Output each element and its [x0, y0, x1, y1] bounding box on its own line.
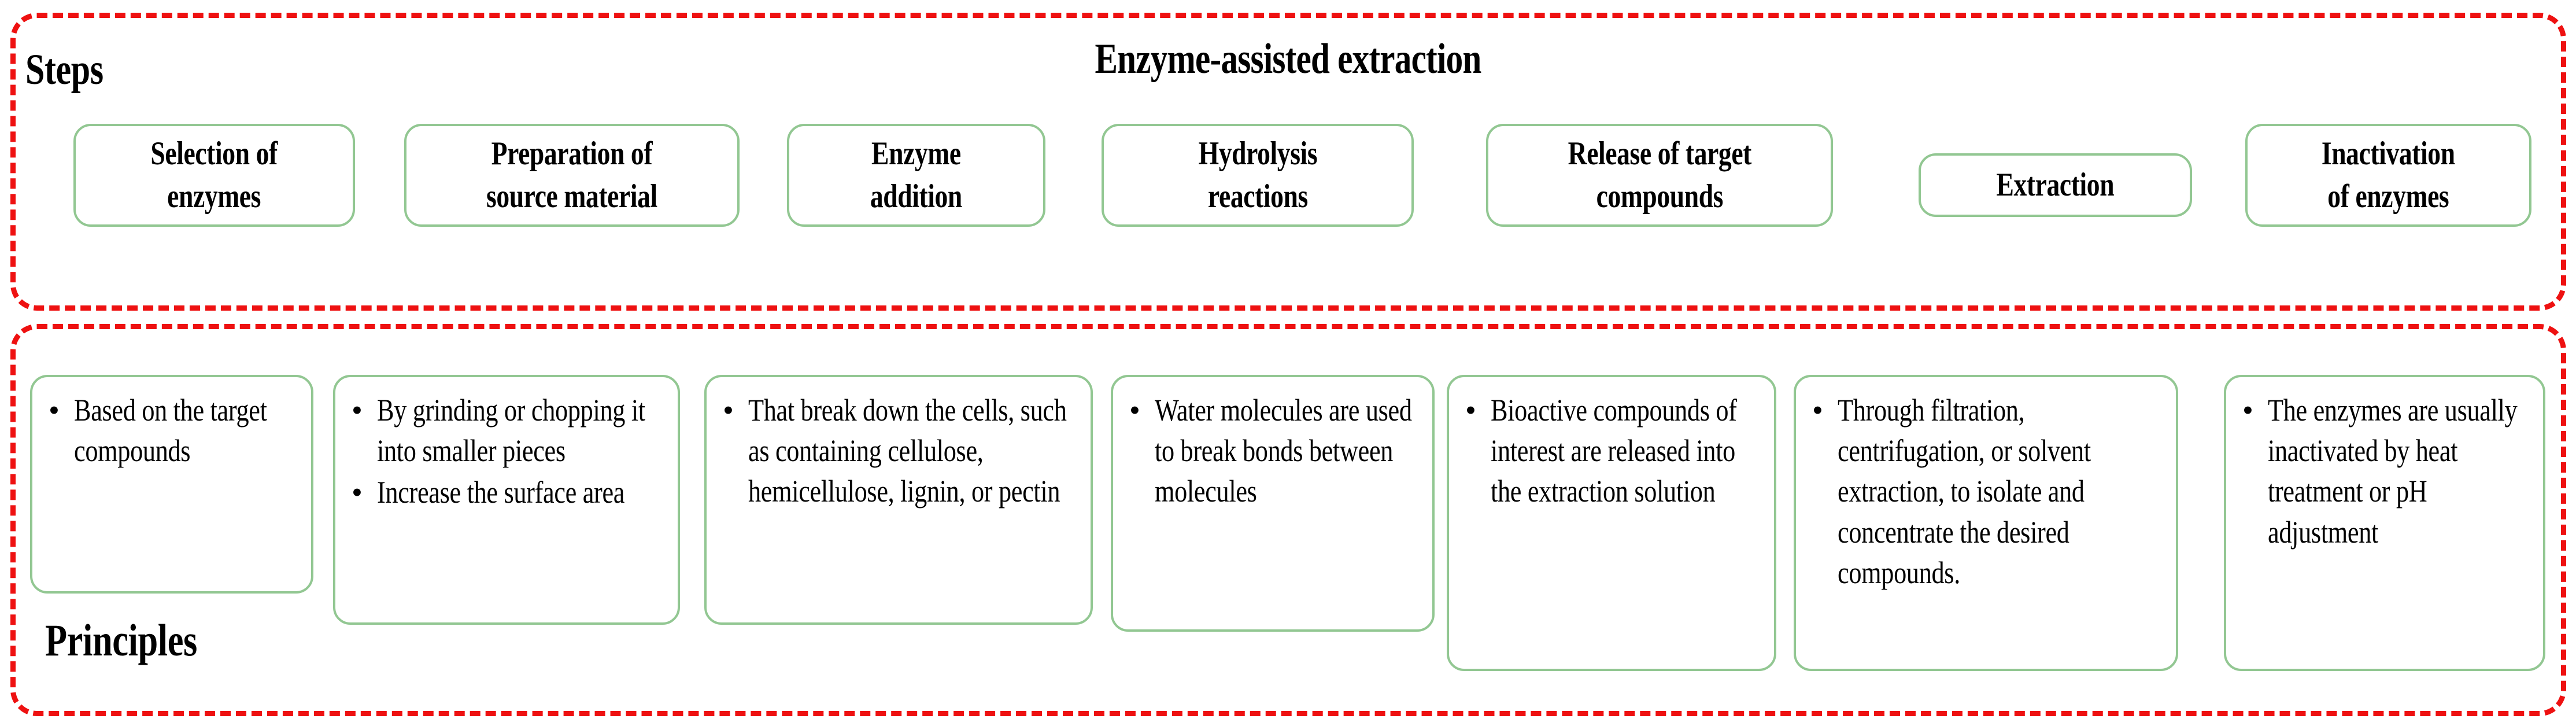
step-box-label: Inactivation of enzymes	[2322, 135, 2455, 215]
step-box-inactivation-of-enzymes[interactable]: Inactivation of enzymes	[2245, 124, 2531, 227]
list-item: • By grinding or chopping it into smalle…	[347, 390, 667, 471]
principle-box-hydrolysis-reactions[interactable]: • Water molecules are used to break bond…	[1111, 375, 1435, 632]
principle-bullet-list: • Based on the target compounds	[44, 390, 301, 471]
bullet-icon: •	[1129, 393, 1140, 428]
principle-bullet-list: • Through filtration, centrifugation, or…	[1808, 390, 2165, 593]
list-item-text: That break down the cells, such as conta…	[748, 393, 1067, 509]
list-item-text: Bioactive compounds of interest are rele…	[1491, 393, 1737, 509]
list-item: • Bioactive compounds of interest are re…	[1461, 390, 1764, 512]
principle-bullet-list: • The enzymes are usually inactivated by…	[2238, 390, 2533, 552]
list-item: • That break down the cells, such as con…	[718, 390, 1080, 512]
list-item-text: Increase the surface area	[377, 475, 625, 510]
bullet-icon: •	[49, 393, 60, 428]
step-box-label: Selection of enzymes	[150, 135, 278, 215]
bullet-icon: •	[2242, 393, 2253, 428]
principles-section-label: Principles	[45, 615, 197, 665]
bullet-icon: •	[723, 393, 734, 428]
list-item: • Based on the target compounds	[44, 390, 301, 471]
principle-bullet-list: • By grinding or chopping it into smalle…	[347, 390, 667, 513]
principle-bullet-list: • That break down the cells, such as con…	[718, 390, 1080, 512]
list-item-text: Based on the target compounds	[74, 393, 267, 469]
step-box-release-of-target-compounds[interactable]: Release of target compounds	[1486, 124, 1833, 227]
list-item: • Increase the surface area	[347, 472, 667, 513]
bullet-icon: •	[1812, 393, 1823, 428]
principles-section-border	[10, 324, 2566, 716]
step-box-label: Hydrolysis reactions	[1198, 135, 1317, 215]
principle-box-enzyme-addition[interactable]: • That break down the cells, such as con…	[704, 375, 1093, 625]
list-item-text: The enzymes are usually inactivated by h…	[2268, 393, 2518, 550]
step-box-label: Release of target compounds	[1568, 135, 1751, 215]
list-item-text: Through filtration, centrifugation, or s…	[1838, 393, 2091, 590]
list-item-text: Water molecules are used to break bonds …	[1155, 393, 1412, 509]
principle-box-extraction[interactable]: • Through filtration, centrifugation, or…	[1794, 375, 2178, 671]
step-box-selection-of-enzymes[interactable]: Selection of enzymes	[73, 124, 355, 227]
list-item: • Through filtration, centrifugation, or…	[1808, 390, 2165, 593]
steps-section-border	[10, 13, 2566, 311]
principle-box-release-of-target-compounds[interactable]: • Bioactive compounds of interest are re…	[1447, 375, 1776, 671]
principle-box-selection-of-enzymes[interactable]: • Based on the target compounds	[30, 375, 313, 594]
step-box-label: Preparation of source material	[486, 135, 657, 215]
step-box-extraction[interactable]: Extraction	[1919, 153, 2192, 217]
bullet-icon: •	[1465, 393, 1476, 428]
step-box-preparation-of-source-material[interactable]: Preparation of source material	[404, 124, 740, 227]
steps-section-label: Steps	[25, 46, 104, 94]
list-item: • Water molecules are used to break bond…	[1125, 390, 1422, 512]
diagram-title: Enzyme-assisted extraction	[1095, 35, 1481, 83]
step-box-label: Enzyme addition	[870, 135, 962, 215]
step-box-label: Extraction	[1996, 166, 2115, 203]
bullet-icon: •	[352, 475, 363, 510]
principle-bullet-list: • Bioactive compounds of interest are re…	[1461, 390, 1764, 512]
list-item-text: By grinding or chopping it into smaller …	[377, 393, 645, 469]
list-item: • The enzymes are usually inactivated by…	[2238, 390, 2533, 552]
step-box-enzyme-addition[interactable]: Enzyme addition	[787, 124, 1045, 227]
bullet-icon: •	[352, 393, 363, 428]
principle-box-preparation-of-source-material[interactable]: • By grinding or chopping it into smalle…	[333, 375, 680, 625]
step-box-hydrolysis-reactions[interactable]: Hydrolysis reactions	[1102, 124, 1414, 227]
principle-bullet-list: • Water molecules are used to break bond…	[1125, 390, 1422, 512]
principle-box-inactivation-of-enzymes[interactable]: • The enzymes are usually inactivated by…	[2224, 375, 2545, 671]
